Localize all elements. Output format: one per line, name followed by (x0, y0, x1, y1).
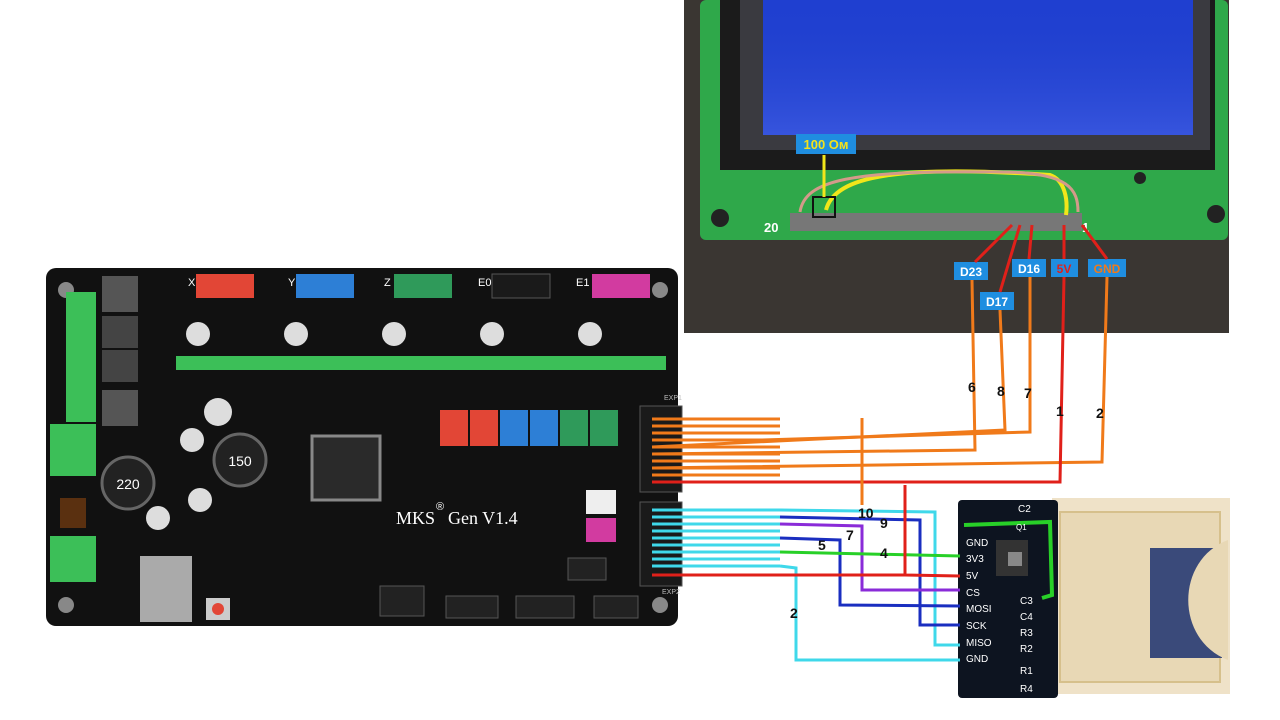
lcd-photo: 20 1 100 Ом D23 D17 D16 5V GND (684, 0, 1229, 333)
inductor-220: 220 (116, 476, 140, 492)
exp1-num-1: 1 (1056, 403, 1064, 419)
axis-z-label: Z (384, 277, 391, 289)
axis-x-label: X (188, 277, 196, 289)
tag-5v: 5V (1057, 262, 1072, 276)
sd-part-r2: R2 (1020, 644, 1033, 655)
sd-part-c2: C2 (1018, 504, 1031, 515)
sd-pin-cs: CS (966, 588, 980, 599)
board-reg-mark: ® (436, 501, 444, 513)
exp1-num-7: 7 (1024, 385, 1032, 401)
tag-gnd: GND (1094, 262, 1121, 276)
exp1-label: EXP1 (664, 395, 682, 402)
axis-e1-label: E1 (576, 277, 589, 289)
sd-part-r3: R3 (1020, 628, 1033, 639)
sd-part-r4: R4 (1020, 684, 1033, 695)
sd-part-c4: C4 (1020, 612, 1033, 623)
lcd-pin-header (790, 213, 1082, 231)
exp2-num-7: 7 (846, 527, 854, 543)
exp2-num-2: 2 (790, 605, 798, 621)
exp1-num-6: 6 (968, 379, 976, 395)
resistor-label: 100 Ом (803, 137, 848, 152)
sd-pin-5v: 5V (966, 571, 979, 582)
exp2-num-10: 10 (858, 505, 874, 521)
exp2-num-9: 9 (880, 515, 888, 531)
axis-e0-label: E0 (478, 277, 491, 289)
board-title: MKS (396, 508, 435, 528)
exp1-wires (651, 276, 1109, 505)
sd-pin-gnd2: GND (966, 654, 988, 665)
sd-pin-mosi: MOSI (966, 604, 992, 615)
inductor-150: 150 (228, 453, 252, 469)
mks-board: X Y Z E0 E1 220 150 MKS ® Gen (46, 268, 683, 626)
tag-d17: D17 (986, 295, 1008, 309)
exp2-num-5: 5 (818, 537, 826, 553)
sd-part-q1: Q1 (1016, 523, 1027, 532)
axis-y-label: Y (288, 277, 296, 289)
exp2-label: EXP2 (662, 589, 680, 596)
lcd-pin20-label: 20 (764, 220, 778, 235)
sd-part-r1: R1 (1020, 666, 1033, 677)
lcd-pin-tags: D23 D17 D16 5V GND (954, 259, 1126, 310)
tag-d16: D16 (1018, 262, 1040, 276)
sd-pin-3v3: 3V3 (966, 554, 984, 565)
exp2-num-4: 4 (880, 545, 888, 561)
exp1-num-2: 2 (1096, 405, 1104, 421)
exp2-wires (652, 485, 961, 662)
sd-part-c3: C3 (1020, 596, 1033, 607)
sd-pin-gnd1: GND (966, 538, 988, 549)
sd-pin-miso: MISO (966, 638, 992, 649)
sd-module: GND 3V3 5V CS MOSI SCK MISO GND C2 C3 C4… (958, 498, 1230, 698)
board-subtitle: Gen V1.4 (448, 508, 518, 528)
exp1-num-8: 8 (997, 383, 1005, 399)
tag-d23: D23 (960, 265, 982, 279)
sd-pin-sck: SCK (966, 621, 987, 632)
